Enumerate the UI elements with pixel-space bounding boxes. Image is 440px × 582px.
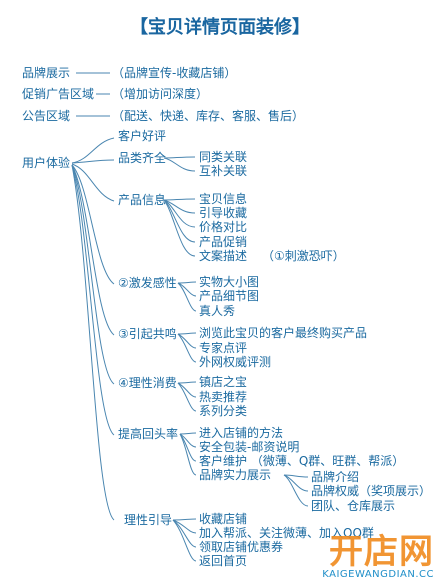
root-connectors <box>71 137 115 521</box>
leaf-label: 文案描述 <box>199 248 247 263</box>
leaf-label: 返回首页 <box>199 554 247 568</box>
section-promo: 促销广告区域 （增加访问深度） <box>22 86 208 101</box>
leaf-label: 客户维护 （微薄、Q群、旺群、帮派） <box>199 453 404 468</box>
leaf-label: 系列分类 <box>199 404 247 418</box>
subleaf-label: 团队、仓库展示 <box>311 498 395 513</box>
branch-label: 理性引导 <box>124 513 172 527</box>
section-detail: （品牌宣传-收藏店铺） <box>112 65 236 80</box>
branch-label: ④理性消费 <box>118 376 177 390</box>
leaf-label: 产品细节图 <box>199 289 259 303</box>
watermark-logo: 开店网 <box>329 532 434 572</box>
section-label: 公告区域 <box>22 109 70 123</box>
page-title: 【宝贝详情页面装修】 <box>130 16 310 38</box>
leaf-label: 浏览此宝贝的客户最终购买产品 <box>199 325 367 340</box>
branch-label: 客户好评 <box>118 128 166 143</box>
subleaf-label: 品牌权威（奖项展示） <box>311 484 431 498</box>
leaf-label: 外网权威评测 <box>199 355 271 369</box>
leaf-label: 镇店之宝 <box>199 375 247 389</box>
leaf-label: 同类关联 <box>199 150 247 164</box>
branch-label: ②激发感性 <box>118 275 177 290</box>
leaf-label: 热卖推荐 <box>199 390 247 404</box>
watermark-url: KAIGEWANGDIAN.CC <box>322 569 434 580</box>
leaf-label: 品牌实力展示 <box>199 467 271 482</box>
subleaf-label: 品牌介绍 <box>311 470 359 484</box>
leaf-label: 互补关联 <box>199 164 247 178</box>
leaf-label: 实物大小图 <box>199 274 259 289</box>
branch-label: 产品信息 <box>118 192 166 207</box>
leaf-label: 进入店铺的方法 <box>199 425 283 440</box>
leaf-label: 价格对比 <box>199 219 247 234</box>
section-label: 品牌展示 <box>22 66 70 80</box>
branch-label: 提高回头率 <box>118 426 178 441</box>
leaf-label: 产品促销 <box>199 235 247 249</box>
leaf-label: 真人秀 <box>199 304 235 318</box>
branch-label: ③引起共鸣 <box>118 326 177 341</box>
leaf-label: 安全包装-邮资说明 <box>199 439 299 454</box>
section-brand: 品牌展示 （品牌宣传-收藏店铺） <box>22 65 236 80</box>
section-label: 促销广告区域 <box>22 87 94 101</box>
section-detail: （配送、快递、库存、客服、售后） <box>112 108 304 123</box>
leaf-label: 加入帮派、关注微薄、加入QQ群 <box>199 525 374 540</box>
leaf-label: 收藏店铺 <box>199 512 247 526</box>
leaf-label: 专家点评 <box>199 340 247 355</box>
leaf-note: （①刺激恐吓） <box>262 249 345 263</box>
leaf-label: 宝贝信息 <box>199 191 247 206</box>
section-detail: （增加访问深度） <box>112 86 208 101</box>
leaf-label: 领取店铺优惠券 <box>199 539 283 554</box>
branch-label: 品类齐全 <box>118 150 166 165</box>
site-watermark: 开店网 KAIGEWANGDIAN.CC <box>322 535 434 580</box>
mind-root: 用户体验 <box>22 155 70 170</box>
leaf-label: 引导收藏 <box>199 206 247 220</box>
section-notice: 公告区域 （配送、快递、库存、客服、售后） <box>22 108 304 123</box>
